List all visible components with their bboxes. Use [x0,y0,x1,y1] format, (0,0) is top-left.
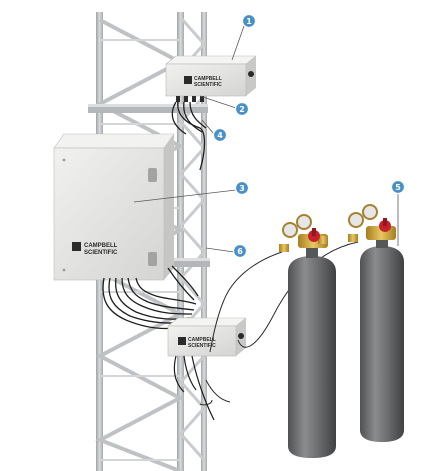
callout-3: 3 [234,180,250,196]
callout-6-label: 6 [237,247,243,256]
callout-5-label: 5 [395,183,401,192]
mounting-bracket-upper [88,104,208,113]
callout-3-label: 3 [239,184,245,193]
enclosure-brand-line1: CAMPBELL [84,243,118,249]
callout-2-label: 2 [239,105,245,114]
campbell-logo-mark [178,337,186,345]
upper-box-connectors [176,96,204,102]
campbell-logo-mark [72,242,81,251]
tower-leg-middle [177,12,184,471]
gas-cylinder-left [279,214,336,458]
callout-badges: 1 2 3 4 5 6 [212,13,406,259]
lower-logger-box: CAMPBELL SCIENTIFIC [167,317,247,357]
upper-logger-box: CAMPBELL SCIENTIFIC [165,55,257,97]
pressure-gauge-right-2 [362,204,378,220]
lower-brand-line2: SCIENTIFIC [188,343,216,349]
regulator-right [348,204,396,242]
callout-5: 5 [390,179,406,195]
callout-6: 6 [232,243,248,259]
leader-line-4 [201,119,215,135]
pressure-gauge-right-1 [348,212,364,228]
callout-4: 4 [212,127,228,143]
callout-1-label: 1 [246,17,252,26]
brand-line2: SCIENTIFIC [194,82,222,88]
leader-line-3 [133,189,237,203]
gas-lines [199,241,359,406]
mounting-bracket-lower [165,258,210,267]
pressure-gauge-left-2 [296,214,312,230]
callout-1: 1 [241,13,257,29]
leader-lines [133,25,399,253]
enclosure-latch-top [148,168,157,182]
regulator-left [279,214,328,252]
leader-line-6 [205,247,235,253]
lower-brand-line1: CAMPBELL [188,337,216,343]
main-enclosure: CAMPBELL SCIENTIFIC [53,133,175,281]
enclosure-latch-bottom [148,252,157,266]
gas-cylinder [348,204,404,442]
tower-leg-right [201,12,207,471]
callout-2: 2 [234,101,250,117]
lower-box-cables [173,355,215,421]
enclosure-brand-line2: SCIENTIFIC [84,250,118,256]
brand-line1: CAMPBELL [194,76,222,82]
pressure-gauge-left-1 [282,222,298,238]
leader-line-2 [199,95,237,109]
callout-4-label: 4 [217,131,223,140]
leader-line-1 [231,25,245,61]
campbell-logo-mark [184,76,192,84]
